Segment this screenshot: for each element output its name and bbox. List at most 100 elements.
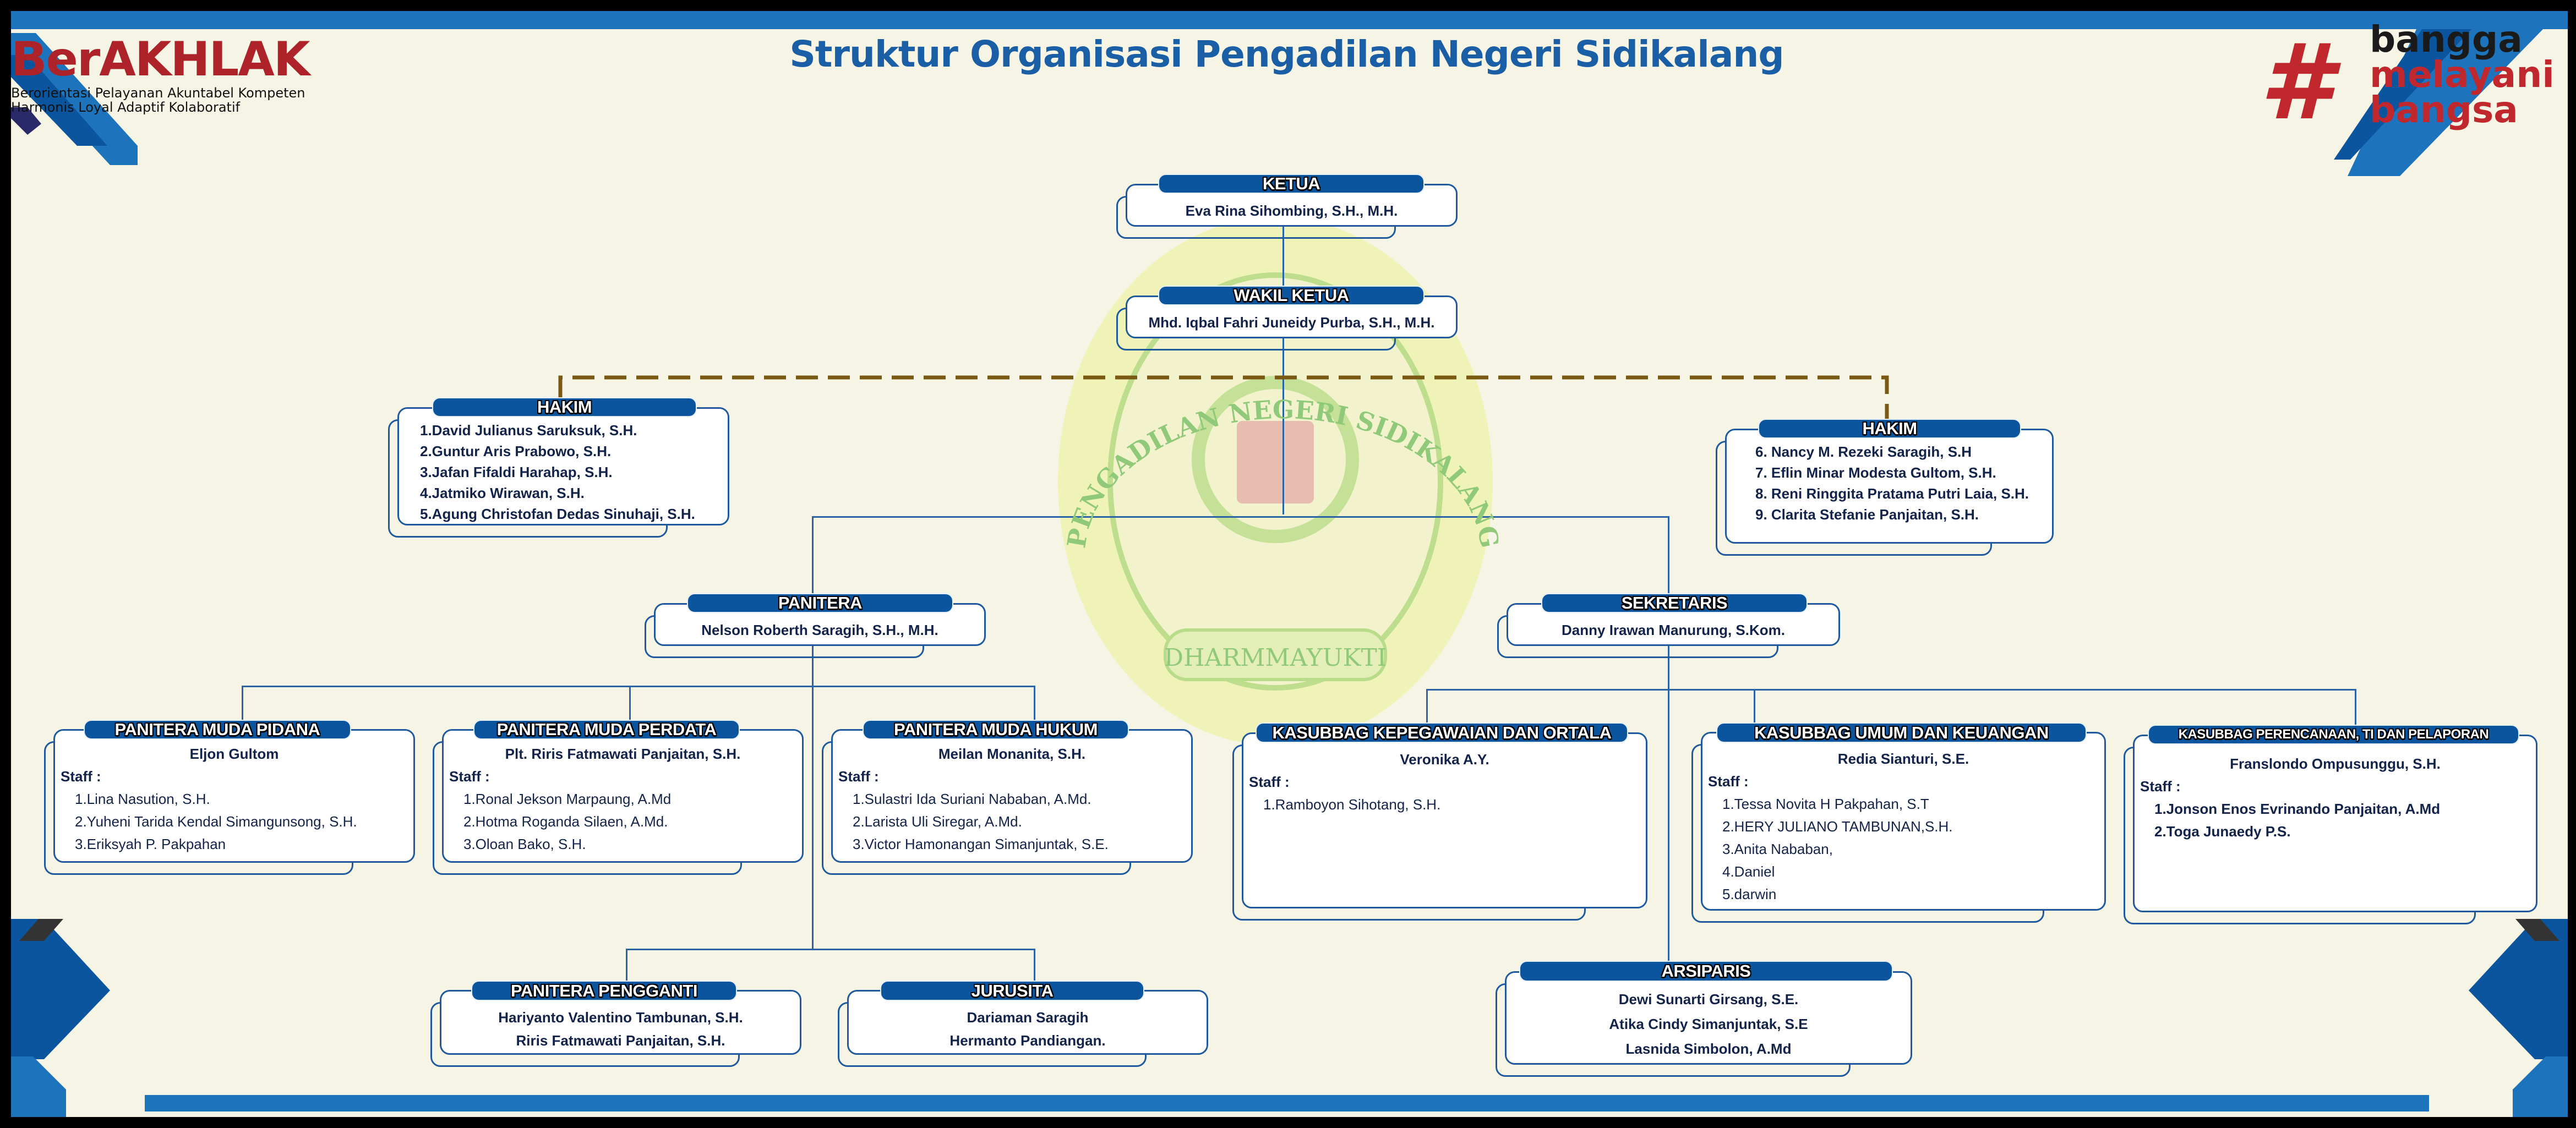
umum-box: Redia Sianturi, S.E.Staff :1.Tessa Novit… bbox=[1701, 732, 2106, 911]
connector-line bbox=[1426, 689, 1428, 722]
member-name: 3.Jafan Fifaldi Harahap, S.H. bbox=[420, 464, 613, 480]
staff-member: 4.Daniel bbox=[1722, 863, 1775, 880]
logo-line-bangsa: bangsa bbox=[2370, 89, 2518, 131]
connector-line bbox=[1754, 689, 1755, 722]
pm_hukum-staff-label: Staff : bbox=[838, 768, 879, 785]
pm_pidana-staff-label: Staff : bbox=[61, 768, 101, 785]
connector-line bbox=[2355, 689, 2356, 725]
member-name: 5.Agung Christofan Dedas Sinuhaji, S.H. bbox=[420, 506, 695, 522]
berakhlak-brand: BerAKHLAK bbox=[11, 32, 310, 87]
bangga-melayani-bangsa-logo: # bangga melayani bangsa bbox=[2260, 18, 2555, 138]
kepeg-title-badge: KASUBBAG KEPEGAWAIAN DAN ORTALA bbox=[1256, 722, 1628, 743]
logo-line-melayani: melayani bbox=[2370, 53, 2555, 96]
pengganti-title-badge: PANITERA PENGGANTI bbox=[471, 981, 737, 1001]
kepeg-leader-name: Veronika A.Y. bbox=[1400, 751, 1489, 768]
staff-member: 2.HERY JULIANO TAMBUNAN,S.H. bbox=[1722, 818, 1953, 835]
berakhlak-tagline-1: Berorientasi Pelayanan Akuntabel Kompete… bbox=[11, 85, 305, 101]
member-name: Eva Rina Sihombing, S.H., M.H. bbox=[1185, 202, 1398, 219]
member-name: Dariaman Saragih bbox=[967, 1009, 1089, 1026]
pm_hukum-title-badge: PANITERA MUDA HUKUM bbox=[863, 720, 1129, 740]
umum-title-badge: KASUBBAG UMUM DAN KEUANGAN bbox=[1716, 722, 2087, 743]
member-name: Hermanto Pandiangan. bbox=[949, 1032, 1106, 1049]
bottom-bar bbox=[145, 1095, 2429, 1111]
panitera-title-badge: PANITERA bbox=[687, 593, 953, 613]
connector-line bbox=[812, 516, 1669, 518]
pm_pidana-leader-name: Eljon Gultom bbox=[189, 746, 279, 762]
staff-member: 1.Lina Nasution, S.H. bbox=[75, 791, 210, 807]
arsiparis-box: Dewi Sunarti Girsang, S.E. Atika Cindy Si… bbox=[1505, 971, 1912, 1065]
top-bar bbox=[11, 11, 2568, 29]
staff-member: 2.Yuheni Tarida Kendal Simangunsong, S.H… bbox=[75, 813, 357, 830]
member-name: 7. Eflin Minar Modesta Gultom, S.H. bbox=[1755, 464, 1996, 481]
perencanaan-box: Franslondo Ompusunggu, S.H. Staff : 1.Jons… bbox=[2133, 735, 2537, 912]
staff-member: 2.Toga Junaedy P.S. bbox=[2154, 823, 2291, 840]
member-name: 2.Guntur Aris Prabowo, S.H. bbox=[420, 443, 612, 459]
staff-member: 1.Ramboyon Sihotang, S.H. bbox=[1263, 796, 1441, 813]
org-chart-canvas: PENGADILAN NEGERI SIDIKALANG DHARMMAYUKT… bbox=[11, 11, 2568, 1117]
arsiparis-title-badge: ARSIPARIS bbox=[1519, 961, 1893, 982]
staff-member: 2.Larista Uli Siregar, A.Md. bbox=[853, 813, 1022, 830]
connector-line bbox=[1282, 227, 1284, 514]
connector-line bbox=[626, 949, 627, 981]
hakim-dashed-connector bbox=[558, 375, 1889, 419]
connector-line bbox=[242, 686, 1035, 687]
berakhlak-tagline-2: Harmonis Loyal Adaptif Kolaboratif bbox=[11, 100, 241, 115]
member-name: 6. Nancy M. Rezeki Saragih, S.H bbox=[1755, 443, 1972, 460]
connector-line bbox=[1034, 949, 1035, 981]
hashtag-icon: # bbox=[2260, 21, 2333, 143]
hakim1-title-badge: HAKIM bbox=[432, 397, 697, 417]
member-name: Nelson Roberth Saragih, S.H., M.H. bbox=[701, 622, 938, 638]
staff-member: 3.Victor Hamonangan Simanjuntak, S.E. bbox=[853, 836, 1109, 852]
berakhlak-logo: BerAKHLAK Berorientasi Pelayanan Akuntab… bbox=[11, 32, 310, 115]
member-name: Hariyanto Valentino Tambunan, S.H. bbox=[498, 1009, 743, 1026]
connector-line bbox=[1668, 516, 1669, 593]
hakim2-box: 6. Nancy M. Rezeki Saragih, S.H 7. Eflin … bbox=[1725, 429, 2054, 544]
perencanaan-leader-name: Franslondo Ompusunggu, S.H. bbox=[2230, 755, 2441, 772]
pm_hukum-leader-name: Meilan Monanita, S.H. bbox=[938, 746, 1086, 762]
member-name: 4.Jatmiko Wirawan, S.H. bbox=[420, 485, 585, 501]
staff-member: 5.darwin bbox=[1722, 886, 1777, 902]
corner-decorations bbox=[11, 29, 2568, 1117]
member-name: 8. Reni Ringgita Pratama Putri Laia, S.H… bbox=[1755, 485, 2029, 502]
staff-member: 3.Eriksyah P. Pakpahan bbox=[75, 836, 226, 852]
connector-line bbox=[626, 949, 1035, 950]
member-name: Atika Cindy Simanjuntak, S.E bbox=[1609, 1016, 1808, 1032]
logo-line-bangga: bangga bbox=[2370, 18, 2523, 61]
staff-member: 1.Tessa Novita H Pakpahan, S.T bbox=[1722, 796, 1929, 812]
connector-line bbox=[1668, 646, 1669, 961]
hakim2-title-badge: HAKIM bbox=[1758, 419, 2021, 439]
member-name: Mhd. Iqbal Fahri Juneidy Purba, S.H., M.… bbox=[1148, 314, 1435, 331]
staff-member: 1.Jonson Enos Evrinando Panjaitan, A.Md bbox=[2154, 801, 2441, 817]
pm_perdata-box: Plt. Riris Fatmawati Panjaitan, S.H. Staf… bbox=[442, 729, 804, 863]
kepeg-box: Veronika A.Y. Staff : 1.Ramboyon Sihotang,… bbox=[1242, 732, 1647, 908]
hakim1-box: 1.David Julianus Saruksuk, S.H. 2.Guntur … bbox=[397, 407, 729, 525]
connector-line bbox=[1426, 689, 2356, 691]
member-name: Dewi Sunarti Girsang, S.E. bbox=[1618, 991, 1799, 1007]
staff-member: 1.Ronal Jekson Marpaung, A.Md bbox=[463, 791, 672, 807]
staff-member: 2.Hotma Roganda Silaen, A.Md. bbox=[463, 813, 668, 830]
connector-line bbox=[629, 686, 631, 720]
pm_pidana-title-badge: PANITERA MUDA PIDANA bbox=[84, 720, 351, 740]
perencanaan-title-badge: KASUBBAG PERENCANAAN, TI DAN PELAPORAN bbox=[2148, 725, 2519, 744]
pm_perdata-title-badge: PANITERA MUDA PERDATA bbox=[473, 720, 740, 740]
member-name: Riris Fatmawati Panjaitan, S.H. bbox=[516, 1032, 725, 1049]
perencanaan-staff-label: Staff : bbox=[2140, 778, 2181, 795]
kepeg-staff-label: Staff : bbox=[1249, 774, 1290, 790]
connector-line bbox=[1034, 686, 1035, 720]
pm_perdata-leader-name: Plt. Riris Fatmawati Panjaitan, S.H. bbox=[505, 746, 741, 762]
ketua-title-badge: KETUA bbox=[1158, 174, 1425, 194]
member-name: Danny Irawan Manurung, S.Kom. bbox=[1562, 622, 1785, 638]
member-name: 9. Clarita Stefanie Panjaitan, S.H. bbox=[1755, 506, 1979, 523]
staff-member: 3.Anita Nababan, bbox=[1722, 841, 1833, 857]
member-name: 1.David Julianus Saruksuk, S.H. bbox=[420, 422, 637, 439]
page-title: Struktur Organisasi Pengadilan Negeri Si… bbox=[789, 33, 1784, 75]
connector-line bbox=[242, 686, 243, 720]
staff-member: 3.Oloan Bako, S.H. bbox=[463, 836, 586, 852]
staff-member: 1.Sulastri Ida Suriani Nababan, A.Md. bbox=[853, 791, 1091, 807]
member-name: Lasnida Simbolon, A.Md bbox=[1625, 1041, 1792, 1057]
pm_hukum-box: Meilan Monanita, S.H. Staff : 1.Sulastri I… bbox=[831, 729, 1193, 863]
pm_perdata-staff-label: Staff : bbox=[449, 768, 490, 785]
connector-line bbox=[812, 646, 814, 950]
umum-leader-name: Redia Sianturi, S.E. bbox=[1837, 751, 1969, 767]
